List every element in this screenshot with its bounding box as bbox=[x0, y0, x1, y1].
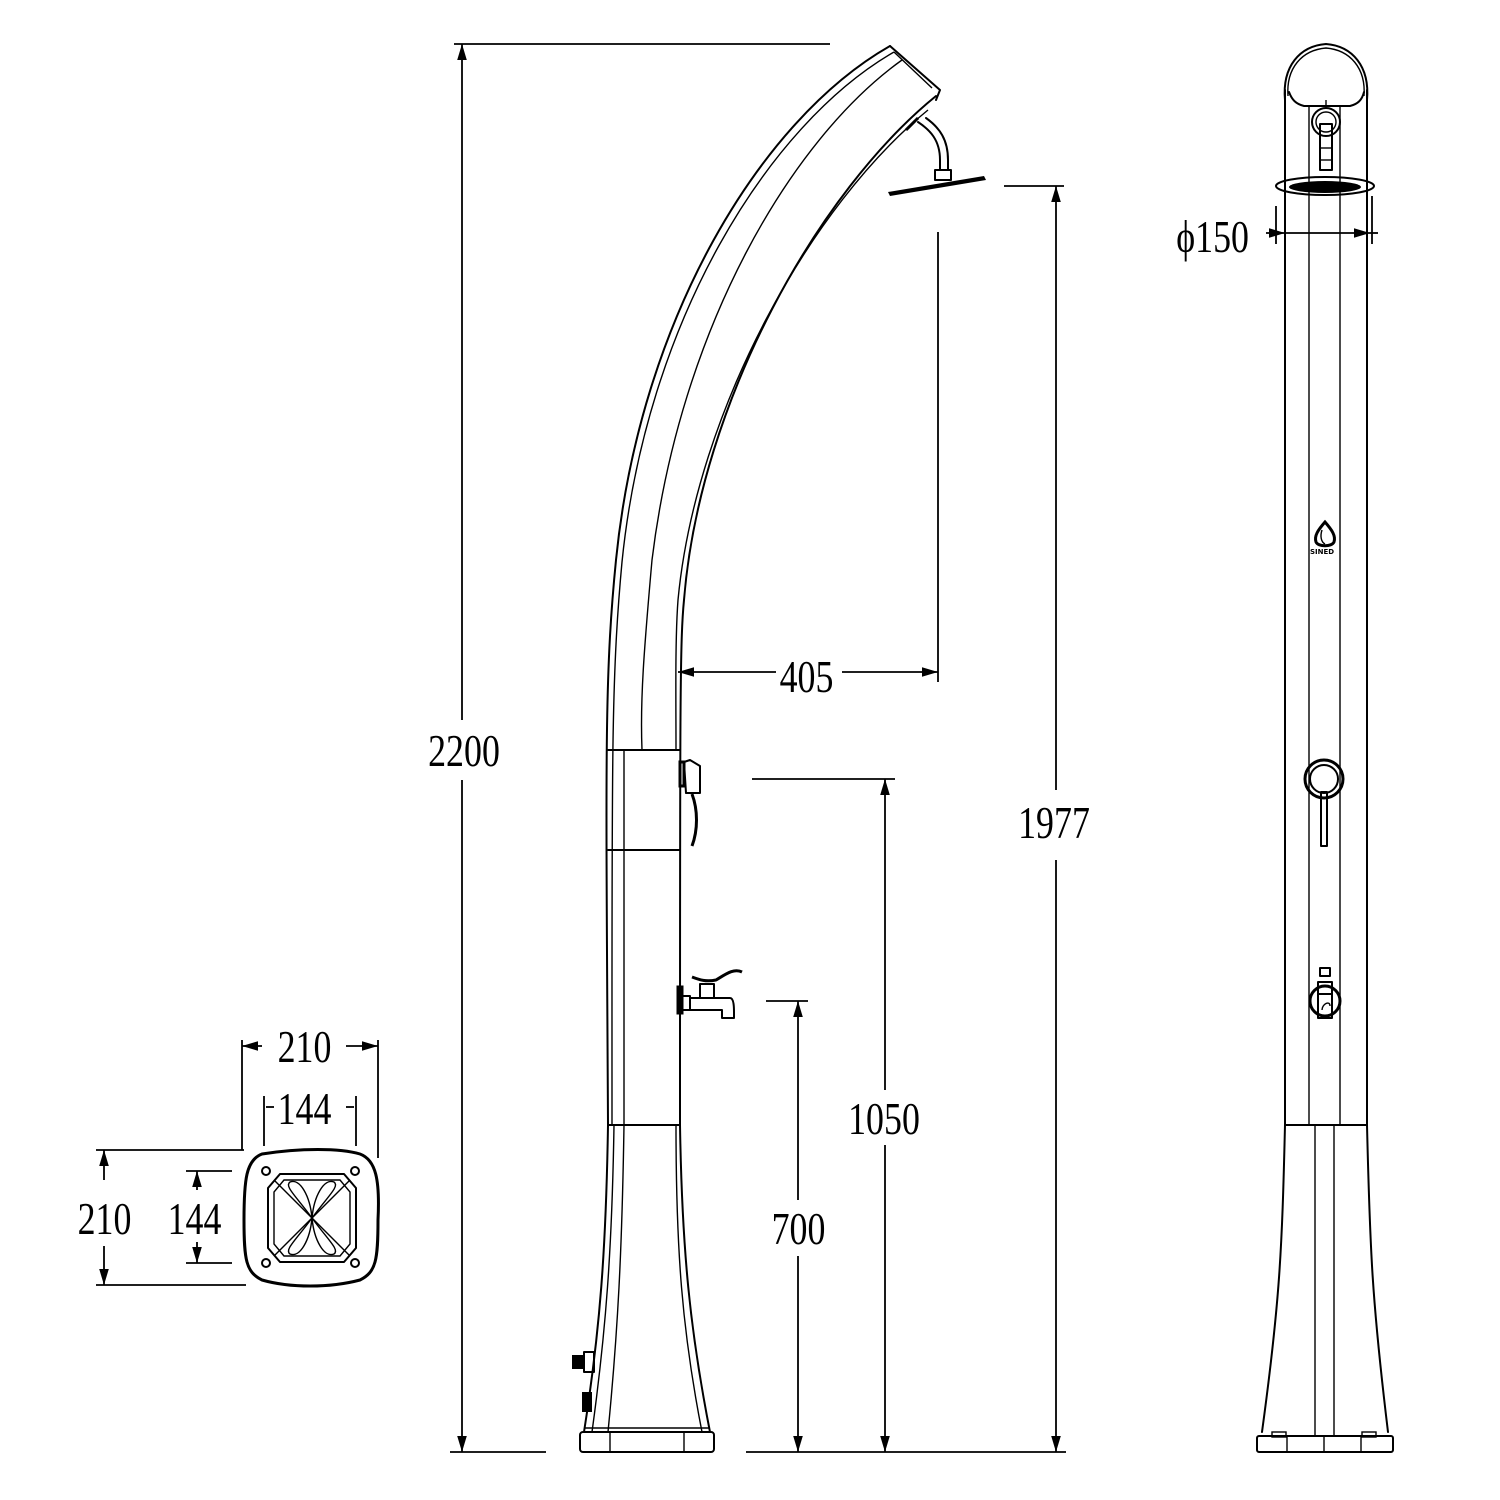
water-drop-icon bbox=[1314, 519, 1336, 548]
dim-total-height: 2200 bbox=[428, 725, 500, 776]
mixer-valve-side bbox=[678, 759, 701, 847]
water-tap-front bbox=[1308, 967, 1342, 1019]
side-view bbox=[450, 43, 1066, 1453]
dim-base-inner-width: 144 bbox=[277, 1083, 332, 1134]
dim-mixer-height: 1050 bbox=[848, 1093, 920, 1144]
mixer-lever-front bbox=[1303, 758, 1345, 847]
dim-head-diameter: ϕ150 bbox=[1176, 211, 1249, 262]
water-tap-side bbox=[676, 969, 743, 1019]
dim-base-depth: 210 bbox=[77, 1193, 132, 1244]
dim-base-width: 210 bbox=[277, 1021, 332, 1072]
dim-shower-head-height: 1977 bbox=[1018, 797, 1090, 848]
dim-tap-height: 700 bbox=[771, 1203, 826, 1254]
front-view bbox=[1256, 43, 1394, 1453]
dim-head-projection: 405 bbox=[779, 651, 834, 702]
base-plan bbox=[96, 1040, 380, 1288]
shower-head-side bbox=[888, 116, 986, 196]
dim-base-inner-depth: 144 bbox=[167, 1193, 222, 1244]
brand-logo-text: SINED bbox=[1310, 548, 1335, 556]
